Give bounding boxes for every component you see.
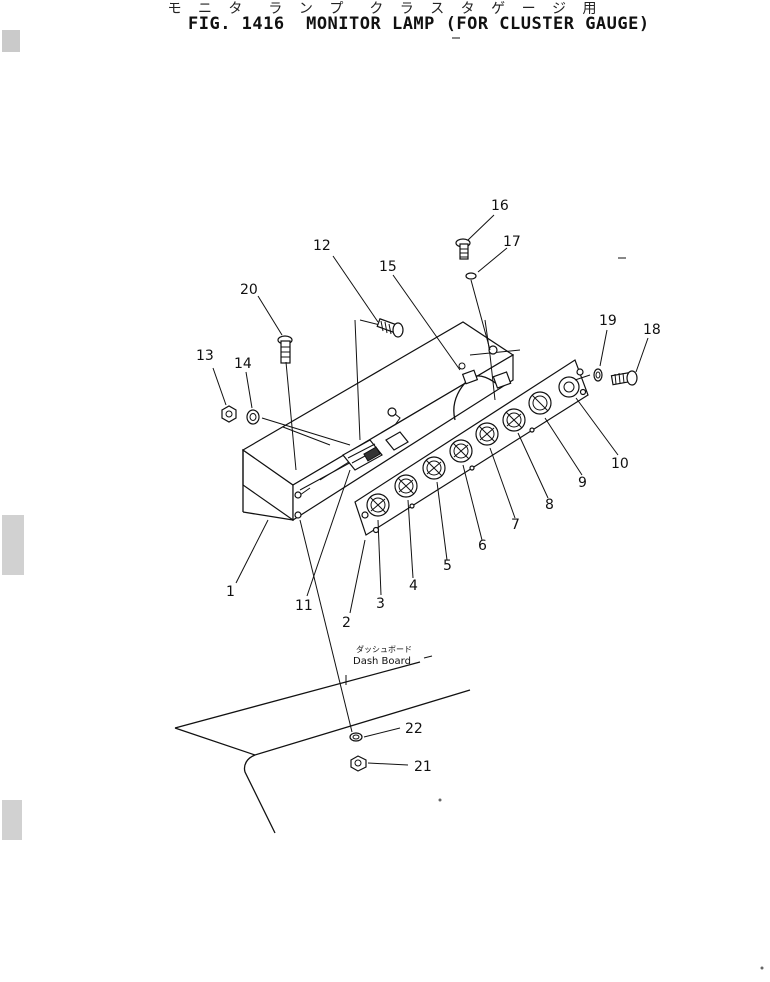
lamp-socket-6 xyxy=(449,439,473,463)
washer-19 xyxy=(593,368,603,382)
callout-6: 6 xyxy=(478,538,487,554)
lamp-socket-9 xyxy=(528,391,552,415)
nut-21 xyxy=(350,755,367,772)
dash-board-label: Dash Board xyxy=(353,656,411,667)
callout-22: 22 xyxy=(405,721,423,737)
callout-15: 15 xyxy=(379,259,397,275)
washer-22 xyxy=(349,732,363,742)
callout-12: 12 xyxy=(313,238,331,254)
callout-9: 9 xyxy=(578,475,587,491)
lamp-socket-4 xyxy=(394,474,418,498)
callout-4: 4 xyxy=(409,578,418,594)
bolt-18 xyxy=(610,370,638,386)
callout-2: 2 xyxy=(342,615,351,631)
callout-7: 7 xyxy=(511,517,520,533)
callout-labels: 1 2 3 4 5 6 7 8 9 10 11 12 13 14 15 16 1… xyxy=(196,198,661,775)
lamp-socket-5 xyxy=(422,456,446,480)
figure-title: FIG. 1416 MONITOR LAMP (FOR CLUSTER GAUG… xyxy=(188,14,650,34)
washer-17 xyxy=(465,272,477,280)
callout-16: 16 xyxy=(491,198,509,214)
bolt-16 xyxy=(455,238,471,260)
lamp-socket-7 xyxy=(475,422,499,446)
callout-17: 17 xyxy=(503,234,521,250)
callout-3: 3 xyxy=(376,596,385,612)
lamp-socket-10 xyxy=(558,376,580,398)
nut-13 xyxy=(221,405,237,423)
bolt-20 xyxy=(277,335,293,364)
callout-11: 11 xyxy=(295,598,313,614)
callout-21: 21 xyxy=(414,759,432,775)
callout-19: 19 xyxy=(599,313,617,329)
screw-12 xyxy=(376,318,404,338)
callout-13: 13 xyxy=(196,348,214,364)
callout-10: 10 xyxy=(611,456,629,472)
callout-20: 20 xyxy=(240,282,258,298)
callout-1: 1 xyxy=(226,584,235,600)
leader-lines xyxy=(212,214,649,766)
callout-18: 18 xyxy=(643,322,661,338)
lamp-socket-3 xyxy=(366,493,390,517)
lamp-sockets xyxy=(366,376,580,517)
callout-14: 14 xyxy=(234,356,252,372)
dash-board: ダッシュボード Dash Board xyxy=(174,644,471,834)
figure-title-japanese: モ ニ タ ラ ン プ ク ラ ス タ ゲ ー ジ 用 xyxy=(167,1,603,17)
wiring-harness xyxy=(453,362,512,421)
scan-noise xyxy=(2,30,764,970)
assembly-axis-lines xyxy=(261,279,591,733)
washer-14 xyxy=(246,409,260,425)
callout-8: 8 xyxy=(545,497,554,513)
lamp-socket-8 xyxy=(502,408,526,432)
dash-board-label-japanese: ダッシュボード xyxy=(356,644,412,654)
callout-5: 5 xyxy=(443,558,452,574)
connector xyxy=(342,431,409,471)
